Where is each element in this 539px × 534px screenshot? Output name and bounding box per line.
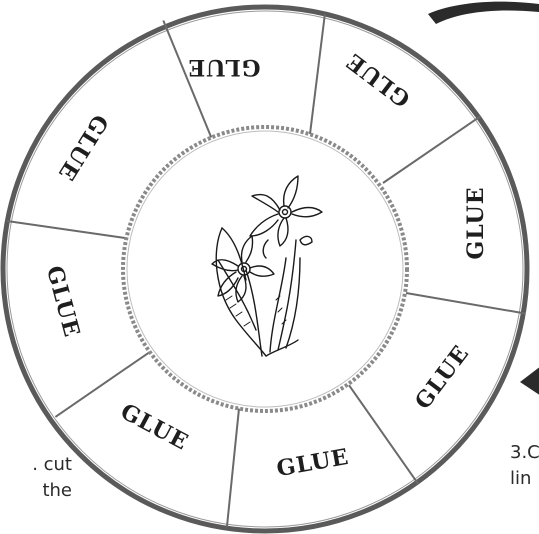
glue-label: GLUE <box>187 54 260 80</box>
instruction-line: the <box>0 478 72 504</box>
left-instruction-text: . cut the <box>0 452 72 504</box>
right-arrow-head <box>520 366 539 396</box>
glue-label: GLUE <box>463 186 489 259</box>
instruction-line: . cut <box>0 452 72 478</box>
top-arrow-curve <box>428 2 539 24</box>
inner-ring <box>123 127 407 411</box>
instruction-line: lin <box>510 466 539 492</box>
right-instruction-text: 3.C lin <box>510 440 539 492</box>
instruction-line: 3.C <box>510 440 539 466</box>
